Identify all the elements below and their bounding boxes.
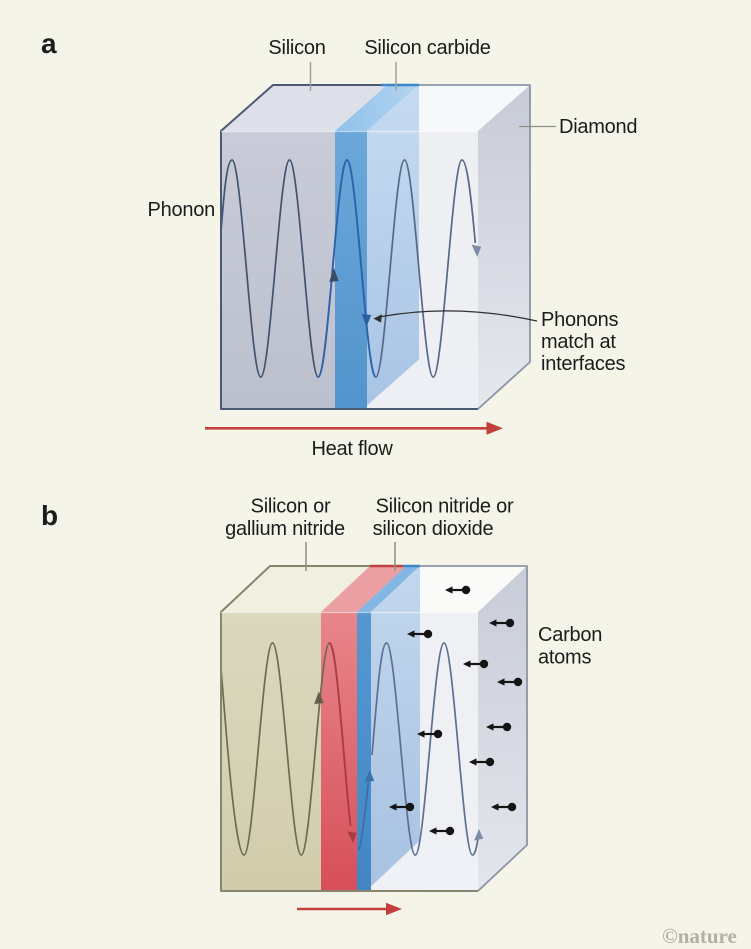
label-nitride-line2: silicon dioxide bbox=[373, 518, 494, 540]
box-b-outline-light bbox=[420, 565, 528, 892]
wave-a-silicon-segment bbox=[220, 159, 320, 378]
carbon-atom-dot bbox=[507, 802, 517, 812]
carbon-atom-dot bbox=[479, 659, 489, 669]
label-nitride-line1: Silicon nitride or bbox=[376, 496, 514, 518]
phonon-wave-a bbox=[220, 159, 482, 378]
carbon-atom-arrowhead bbox=[489, 619, 497, 627]
carbon-atom-arrowhead bbox=[463, 660, 471, 668]
floor-through-topmaterial bbox=[371, 840, 478, 891]
carbon-atoms-group bbox=[389, 585, 523, 836]
blue-side-face bbox=[371, 566, 420, 886]
wave-a-end-arrowhead bbox=[471, 244, 482, 257]
carbon-atom-dot bbox=[423, 629, 433, 639]
floor-through-diamond bbox=[367, 359, 478, 409]
label-substrate-line1: Silicon or bbox=[251, 496, 331, 518]
label-silicon: Silicon bbox=[268, 37, 325, 59]
carbon-atom-arrowhead bbox=[486, 723, 494, 731]
carbon-atom-dot bbox=[433, 729, 443, 739]
annotation-phonons-line1: Phonons bbox=[541, 309, 618, 331]
carbon-atom-dot bbox=[485, 757, 495, 767]
box-a-outline-light bbox=[419, 84, 531, 410]
carbon-atom-dot bbox=[505, 618, 515, 628]
annotation-phonons-line2: match at bbox=[541, 331, 616, 353]
red-top-band bbox=[321, 566, 406, 612]
carbon-atom-arrowhead bbox=[407, 630, 415, 638]
carbon-atom-arrowhead bbox=[389, 803, 397, 811]
heat-flow-arrowhead-a bbox=[486, 421, 503, 435]
wave-a-up-arrowhead bbox=[329, 268, 339, 282]
red-front-face bbox=[321, 612, 357, 891]
annotation-phonons-line3: interfaces bbox=[541, 353, 625, 375]
label-carbon-line2: atoms bbox=[538, 647, 591, 669]
substrate-front-face bbox=[221, 612, 321, 891]
phonon-wave-b bbox=[220, 642, 484, 856]
wave-a-carbide-segment bbox=[317, 159, 377, 378]
nature-watermark: ©nature bbox=[662, 924, 737, 948]
wave-b-olive-segment bbox=[220, 642, 331, 856]
wave-b-blue-arrowhead bbox=[364, 770, 375, 782]
carbon-atom-arrowhead bbox=[491, 803, 499, 811]
panel-b-letter: b bbox=[41, 500, 58, 531]
wave-b-slate-segment bbox=[371, 642, 479, 856]
carbon-atom-arrowhead bbox=[445, 586, 453, 594]
wave-b-blue-segment bbox=[357, 782, 370, 851]
label-phonon: Phonon bbox=[148, 199, 215, 221]
wave-b-red-arrowhead bbox=[347, 831, 357, 843]
right-face-b bbox=[478, 566, 527, 891]
carbon-atom-arrowhead bbox=[429, 827, 437, 835]
carbon-atom-dot bbox=[502, 722, 512, 732]
wave-b-red-segment bbox=[328, 642, 352, 827]
label-carbon-line1: Carbon bbox=[538, 624, 602, 646]
blue-top-band bbox=[357, 566, 420, 612]
carbon-atom-dot bbox=[405, 802, 415, 812]
carbon-atom-arrowhead bbox=[469, 758, 477, 766]
silicon-front-face bbox=[221, 131, 335, 409]
panel-a: a Silicon Silicon carbide Diamond Phonon… bbox=[41, 28, 638, 460]
carbon-atom-dot bbox=[461, 585, 471, 595]
phonons-match-arrow bbox=[378, 310, 538, 322]
phonons-match-arrowhead bbox=[373, 314, 382, 323]
label-heat-flow: Heat flow bbox=[311, 438, 393, 460]
carbon-atom-dot bbox=[445, 826, 455, 836]
label-substrate-line2: gallium nitride bbox=[225, 518, 345, 540]
wave-b-end-arrowhead bbox=[474, 829, 484, 841]
carbon-atom-dot bbox=[513, 677, 523, 687]
blue-front-face bbox=[357, 612, 371, 891]
wave-b-olive-arrowhead bbox=[314, 691, 324, 704]
carbide-top-band bbox=[335, 85, 419, 131]
diamond-right-face bbox=[478, 85, 530, 409]
label-silicon-carbide: Silicon carbide bbox=[364, 37, 490, 59]
carbon-atom-arrowhead bbox=[417, 730, 425, 738]
heat-flow-arrowhead-b bbox=[386, 902, 402, 916]
panel-b: b Silicon or gallium nitride Silicon nit… bbox=[41, 496, 602, 916]
silicon-top-face bbox=[221, 85, 387, 131]
wave-a-down-arrowhead bbox=[361, 314, 372, 327]
label-diamond: Diamond bbox=[559, 116, 637, 138]
wave-a-diamond-segment bbox=[374, 159, 477, 378]
panel-a-letter: a bbox=[41, 28, 57, 59]
carbon-atom-arrowhead bbox=[497, 678, 505, 686]
